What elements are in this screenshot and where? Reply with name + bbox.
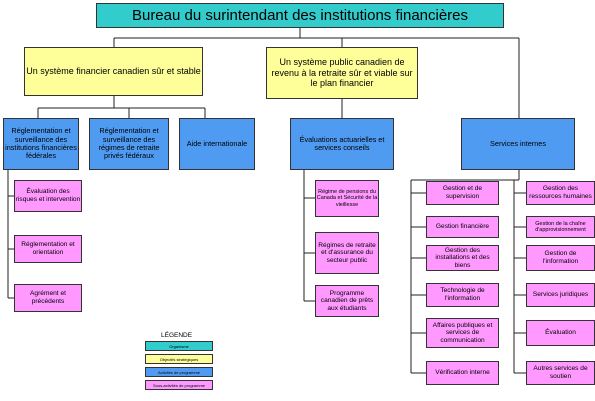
sub-risk-assessment: Évaluation des risques et intervention	[14, 180, 82, 212]
sub-internal-audit: Vérification interne	[426, 361, 499, 385]
sub-cpp-oas: Régime de pensions du Canada et Sécurité…	[315, 180, 379, 217]
sub-public-sector-plans: Régimes de retraite et d'assurance du se…	[315, 232, 379, 274]
program-international-aid: Aide internationale	[179, 118, 255, 170]
program-pension-regulation: Réglementation et surveillance des régim…	[89, 118, 169, 170]
sub-facilities-assets: Gestion des installations et des biens	[426, 245, 499, 271]
sub-financial-management: Gestion financière	[426, 216, 499, 238]
organization-title: Bureau du surintendant des institutions …	[96, 3, 504, 28]
objective-financial-system: Un système financier canadien sûr et sta…	[24, 47, 203, 96]
legend-title: LÉGENDE	[161, 332, 193, 339]
sub-legal-services: Services juridiques	[526, 283, 595, 307]
legend-organization: Organisme	[145, 341, 213, 351]
sub-student-loans: Programme canadien de prêts aux étudiant…	[315, 285, 379, 317]
sub-information-management: Gestion de l'information	[526, 245, 595, 271]
program-internal-services: Services internes	[461, 118, 575, 170]
sub-evaluation: Évaluation	[526, 320, 595, 346]
sub-human-resources: Gestion des ressources humaines	[526, 181, 595, 205]
sub-regulation-guidance: Réglementation et orientation	[14, 235, 82, 263]
legend-objectives: Objectifs stratégiques	[145, 354, 213, 364]
sub-other-support: Autres services de soutien	[526, 361, 595, 385]
objective-retirement-income: Un système public canadien de revenu à l…	[266, 47, 418, 99]
sub-approvals-precedents: Agrément et précédents	[14, 284, 82, 312]
sub-management-oversight: Gestion et de supervision	[426, 181, 499, 205]
program-fi-regulation: Réglementation et surveillance des insti…	[3, 118, 79, 170]
sub-supply-chain: Gestion de la chaîne d'approvisionnement	[526, 216, 595, 238]
program-actuarial-services: Évaluations actuarielles et services con…	[290, 118, 394, 170]
sub-information-technology: Technologie de l'information	[426, 283, 499, 307]
legend-sub-programs: Sous-activités de programme	[145, 380, 213, 390]
legend-programs: Activités de programme	[145, 367, 213, 377]
sub-public-affairs: Affaires publiques et services de commun…	[426, 318, 499, 348]
